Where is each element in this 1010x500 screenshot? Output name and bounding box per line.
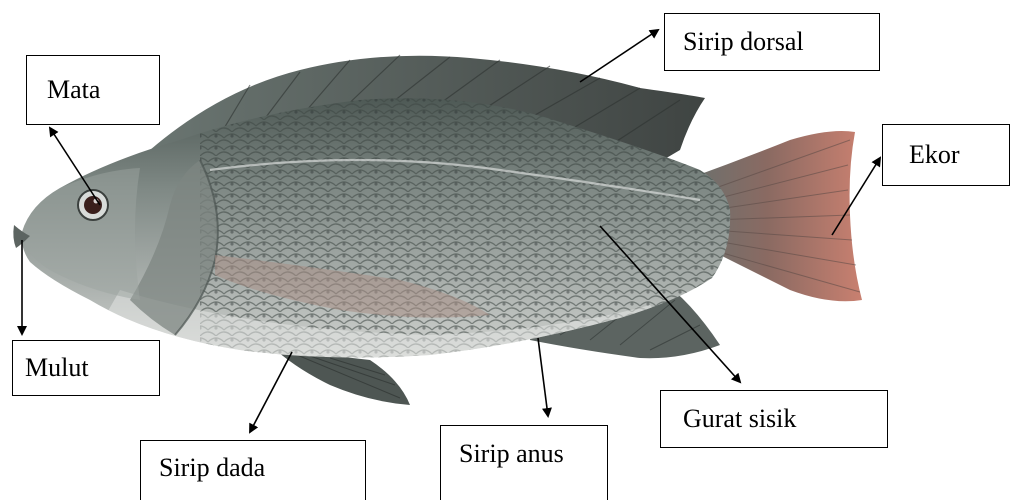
arrow-sirip-dada [250,352,292,432]
label-sirip-anus: Sirip anus [440,425,608,500]
label-sirip-dada-text: Sirip dada [159,455,265,481]
label-mata-text: Mata [47,77,100,103]
label-ekor-text: Ekor [909,142,960,168]
label-sirip-dorsal: Sirip dorsal [664,13,880,71]
label-mata: Mata [26,55,160,125]
label-sirip-dada: Sirip dada [140,440,366,500]
label-mulut: Mulut [12,340,160,396]
arrow-sirip-dorsal [580,30,658,82]
label-gurat-sisik: Gurat sisik [660,390,888,448]
label-gurat-sisik-text: Gurat sisik [683,406,796,432]
label-ekor: Ekor [882,124,1010,186]
label-sirip-anus-text: Sirip anus [459,441,564,467]
label-mulut-text: Mulut [25,355,89,381]
label-sirip-dorsal-text: Sirip dorsal [683,29,804,55]
arrow-sirip-anus [538,338,548,416]
